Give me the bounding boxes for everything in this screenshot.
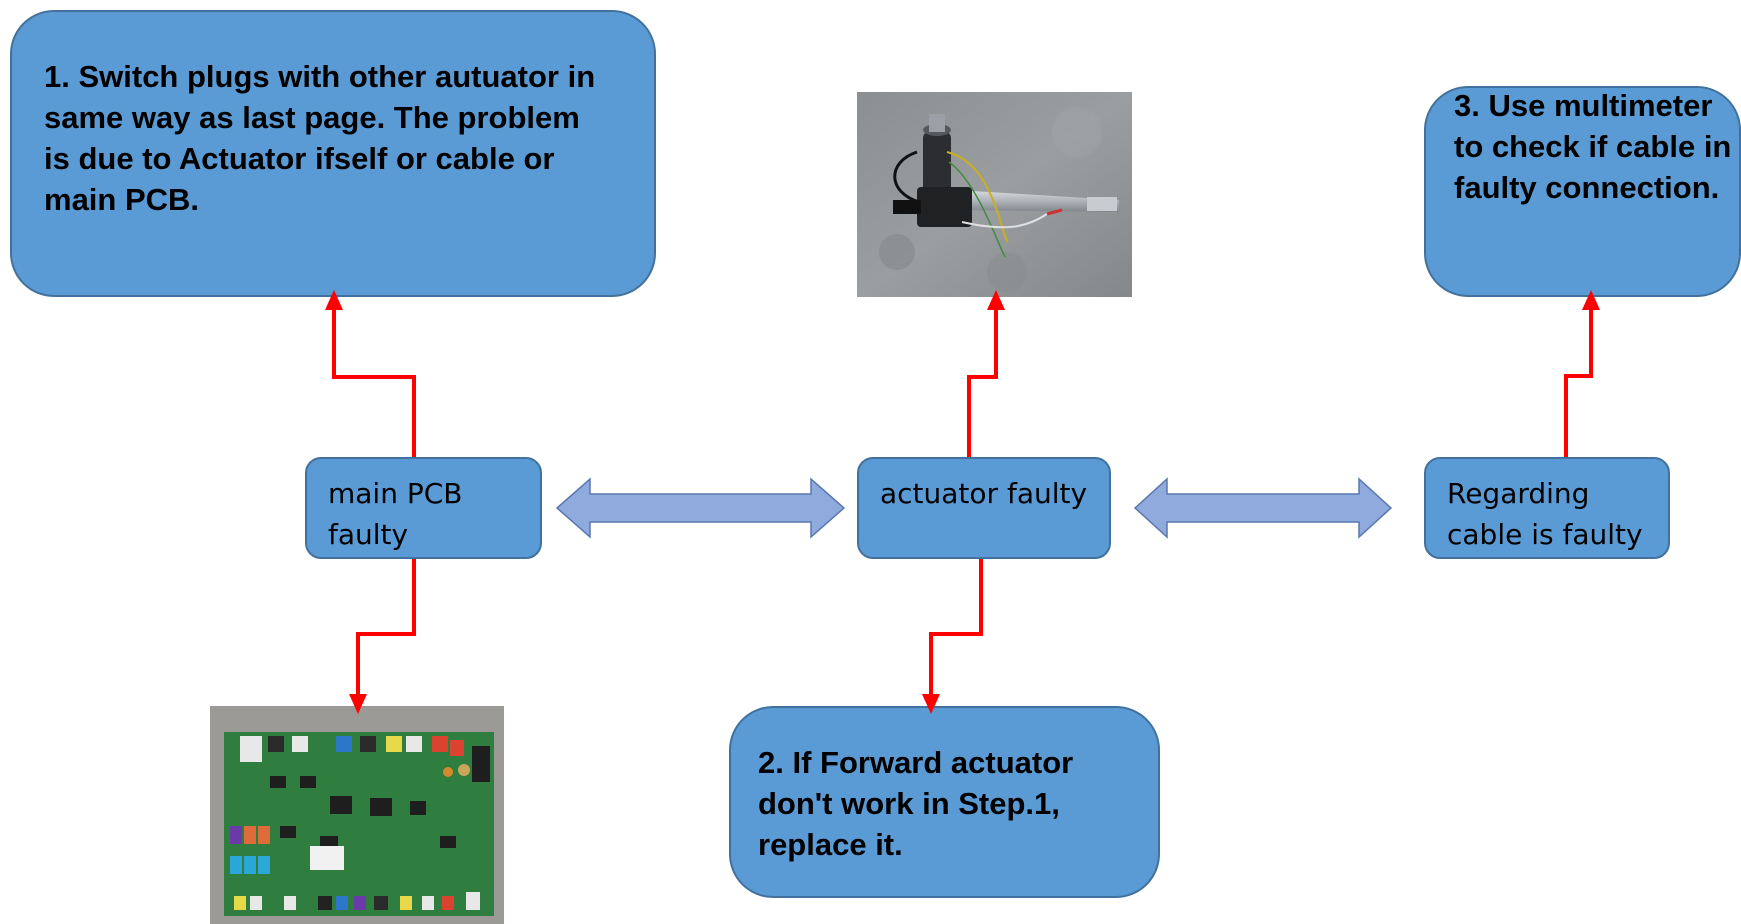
step3-box: 3. Use multimeter to check if cable in f…: [1424, 86, 1741, 297]
main-pcb-faulty-text: main PCB faulty: [328, 477, 463, 551]
cable-to-step3-connector: [1564, 308, 1593, 457]
cable-faulty-box: Regarding cable is faulty: [1424, 457, 1670, 559]
step2-text: 2. If Forward actuator don't work in Ste…: [758, 745, 1074, 862]
step2-box: 2. If Forward actuator don't work in Ste…: [729, 706, 1160, 898]
step1-text: 1. Switch plugs with other autuator in s…: [44, 59, 596, 217]
double-arrow-actuator-cable-icon: [1133, 477, 1393, 539]
actuator-photo: [857, 92, 1132, 297]
arrowhead-step3-icon: [1582, 290, 1600, 310]
actuator-faulty-box: actuator faulty: [857, 457, 1111, 559]
step3-text: 3. Use multimeter to check if cable in f…: [1454, 88, 1732, 205]
actuator-to-photo-connector: [967, 308, 998, 457]
arrowhead-pcb-photo-icon: [349, 694, 367, 714]
cable-faulty-text: Regarding cable is faulty: [1447, 477, 1643, 551]
main-pcb-faulty-box: main PCB faulty: [305, 457, 542, 559]
double-arrow-pcb-actuator-icon: [555, 477, 846, 539]
arrowhead-step1-icon: [325, 290, 343, 310]
step1-box: 1. Switch plugs with other autuator in s…: [10, 10, 656, 297]
pcb-to-photo-connector: [356, 559, 416, 696]
arrowhead-step2-icon: [922, 694, 940, 714]
pcb-to-step1-connector: [332, 308, 416, 457]
actuator-faulty-text: actuator faulty: [880, 477, 1088, 510]
actuator-to-step2-connector: [929, 559, 983, 696]
pcb-photo: [210, 706, 504, 924]
arrowhead-actuator-photo-icon: [987, 290, 1005, 310]
